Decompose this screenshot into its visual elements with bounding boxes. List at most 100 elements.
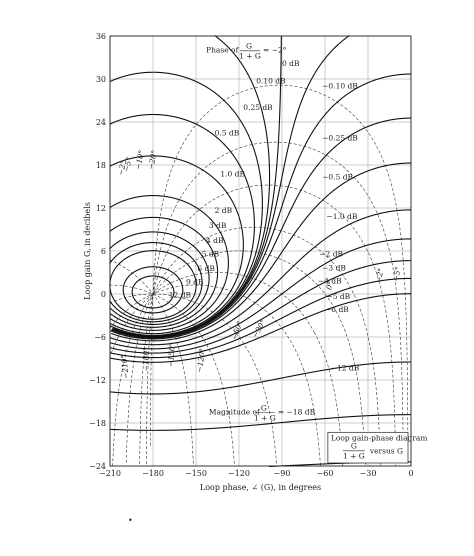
magnitude-contour-label: 0.25 dB: [243, 103, 273, 112]
magnitude-contour-label: 6 dB: [197, 264, 215, 273]
magnitude-contour: [109, 216, 219, 328]
magnitude-contour-label: −12 dB: [331, 364, 360, 373]
contour-labels: 0 dB0.10 dB0.25 dB0.5 dB1.0 dB2 dB3 dB4 …: [116, 59, 403, 455]
magnitude-contour-label: −2 dB: [319, 250, 343, 259]
magnitude-contour: [109, 242, 203, 323]
magnitude-contour: [109, 238, 411, 350]
phase-contour-label: −150°: [166, 342, 177, 367]
x-tick-label: −210: [99, 469, 121, 478]
magnitude-contour: [111, 162, 411, 342]
legend-box: Loop gain-phase diagram G 1 + G versus G: [327, 431, 428, 464]
magnitude-annotation-denominator: 1 + G: [254, 413, 276, 422]
legend-frame: [327, 431, 409, 464]
magnitude-contour-label: 3 dB: [209, 221, 227, 230]
magnitude-contour-label: −3 dB: [322, 263, 346, 272]
x-tick-label: −60: [317, 469, 334, 478]
phase-contour: [112, 250, 366, 467]
magnitude-contour: [109, 113, 255, 336]
legend-title: Loop gain-phase diagram: [331, 433, 428, 442]
phase-annotation-numerator: G: [246, 41, 252, 50]
phase-contour: [109, 284, 321, 466]
y-tick-label: −24: [89, 462, 106, 471]
magnitude-contour-label: 0.5 dB: [215, 129, 240, 138]
magnitude-contour: [109, 361, 411, 395]
y-tick-label: 36: [96, 32, 106, 41]
phase-contour-label: 0°: [324, 280, 335, 291]
magnitude-contour-label: 0.10 dB: [256, 76, 286, 85]
phase-contour-label: −5°: [122, 156, 134, 173]
y-tick-label: −18: [89, 419, 106, 428]
magnitude-contour-label: −6 dB: [325, 305, 349, 314]
y-tick-label: 0: [101, 290, 106, 299]
phase-contour: [146, 141, 404, 465]
magnitude-contour: [109, 277, 411, 359]
magnitude-contour-label: −0.5 dB: [322, 172, 353, 181]
phase-contour: [109, 284, 235, 466]
phase-contour-label: −10°: [133, 149, 146, 170]
phase-contour: [139, 184, 397, 467]
magnitude-contour-label: −0.25 dB: [322, 134, 358, 143]
phase-contour-label: −210°: [119, 354, 131, 379]
magnitude-contour: [109, 414, 411, 431]
phase-contour-label: −120°: [195, 347, 207, 373]
magnitude-contour-label: 12 dB: [169, 291, 192, 300]
plot-frame: [109, 35, 412, 467]
phase-contours: [109, 84, 409, 467]
magnitude-contour-label: 4 dB: [206, 236, 224, 245]
magnitude-contour: [109, 155, 244, 335]
phase-annotation-value: = −2°: [263, 45, 287, 54]
y-axis-label: Loop gain G, in decibels: [83, 202, 92, 300]
magnitude-contour: [111, 35, 350, 339]
phase-contour: [109, 272, 344, 467]
phase-contour: [125, 226, 381, 466]
magnitude-contour: [109, 195, 229, 331]
magnitude-contour: [109, 71, 263, 337]
y-tick-label: 12: [96, 204, 106, 213]
footer-mark: •: [128, 516, 133, 525]
y-tick-label: −12: [89, 376, 106, 385]
phase-contour: [150, 84, 409, 446]
magnitude-contour-label: 1.0 dB: [220, 169, 245, 178]
x-tick-label: 0: [408, 469, 413, 478]
phase-contour-label: −180°: [142, 347, 151, 372]
magnitude-contour-label: −0.10 dB: [322, 81, 358, 90]
magnitude-contour: [109, 260, 411, 354]
x-tick-label: −120: [228, 469, 250, 478]
y-tick-label: 24: [96, 118, 106, 127]
magnitude-contours: [109, 35, 411, 468]
phase-annotation: Phase of G 1 + G = −2°: [206, 41, 287, 60]
phase-contour-label: −5°: [391, 266, 402, 282]
phase-annotation-denominator: 1 + G: [239, 51, 261, 60]
phase-contour-label: −60°: [230, 320, 245, 342]
phase-contour: [109, 259, 194, 467]
magnitude-contour: [112, 35, 282, 338]
y-tick-label: −6: [94, 333, 106, 342]
magnitude-contour-label: −4 dB: [318, 276, 342, 285]
x-tick-label: −150: [185, 469, 207, 478]
magnitude-annotation-numerator: G: [261, 403, 267, 412]
phase-contour-label: −2°: [116, 160, 128, 177]
phase-contour-label: −2°: [374, 267, 385, 283]
magnitude-contour-label: 9 dB: [186, 278, 204, 287]
magnitude-contour: [131, 275, 175, 309]
phase-contour: [109, 293, 278, 467]
phase-contour-label: −20°: [146, 149, 159, 170]
y-tick-label: 18: [96, 161, 106, 170]
phase-annotation-label: Phase of: [206, 45, 240, 54]
magnitude-contour: [109, 293, 411, 363]
x-axis-label: Loop phase, ∠ (G), in degrees: [200, 483, 321, 492]
x-tick-label: −180: [142, 469, 164, 478]
magnitude-contour-label: 0 dB: [282, 59, 300, 68]
y-tick-label: 6: [101, 247, 106, 256]
magnitude-contour-label: −5 dB: [326, 292, 350, 301]
y-tick-label: 30: [96, 75, 106, 84]
magnitude-annotation-value: = −18 dB: [278, 407, 316, 416]
phase-contour-label: −90°: [250, 318, 268, 340]
magnitude-contour: [122, 266, 184, 314]
magnitude-contour-label: −1.0 dB: [326, 212, 357, 221]
magnitude-annotation: Magnitude of G 1 + G = −18 dB: [209, 403, 316, 422]
magnitude-contour: [109, 209, 411, 346]
magnitude-contour: [111, 73, 411, 339]
magnitude-annotation-label: Magnitude of: [209, 407, 261, 416]
